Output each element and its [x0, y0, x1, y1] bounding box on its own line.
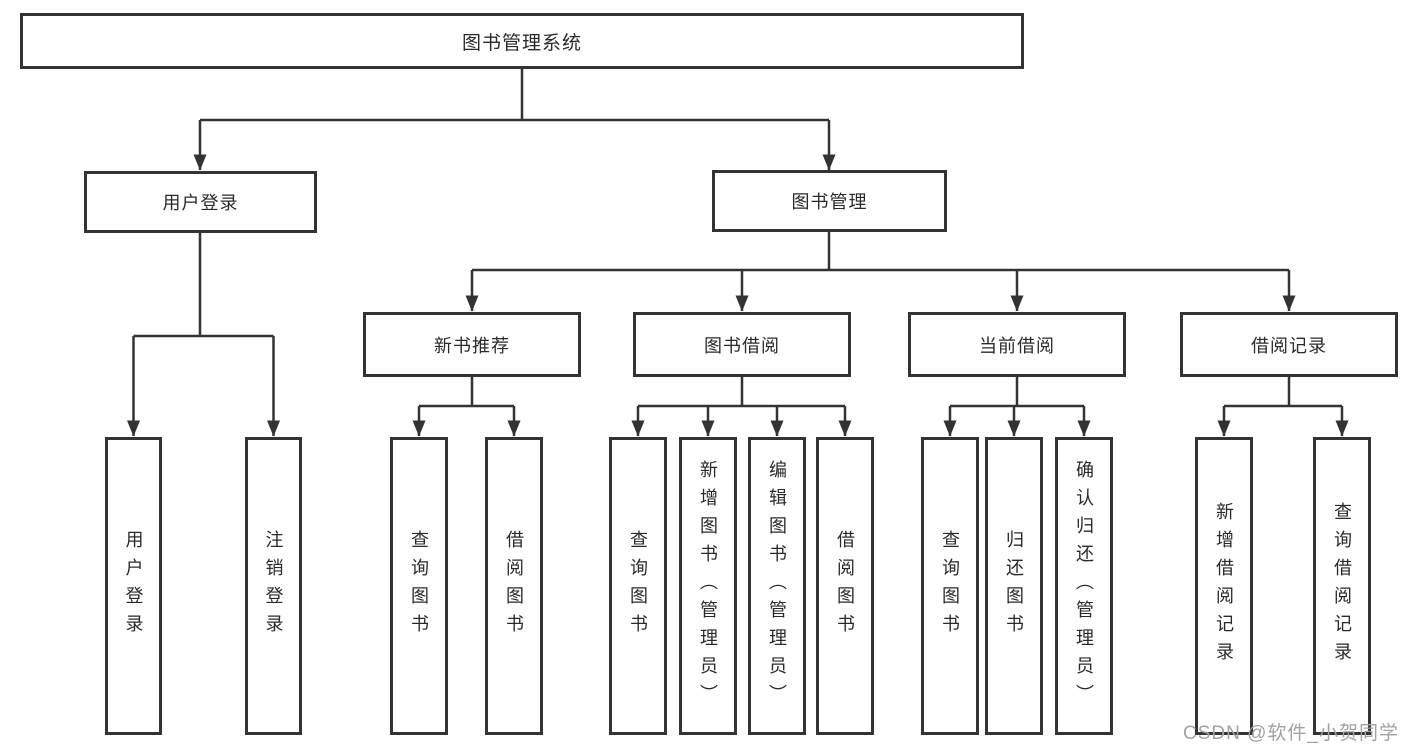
connector-book-management-groups: [465, 270, 1296, 312]
leaf-recommend-borrow-books: 借阅图书: [485, 437, 543, 735]
node-user-login: 用户登录: [84, 171, 317, 233]
leaf-borrow-borrow-books: 借阅图书: [816, 437, 874, 735]
leaf-borrow-add-books-admin: 新增图书（管理员）: [679, 437, 737, 735]
connector-group-leaves: [412, 406, 1349, 437]
leaf-current-query-books: 查询图书: [921, 437, 979, 735]
leaf-records-query-record: 查询借阅记录: [1313, 437, 1371, 735]
watermark: CSDN @软件_小贺同学: [1183, 723, 1399, 744]
leaf-recommend-query-books: 查询图书: [390, 437, 448, 735]
leaf-borrow-edit-books-admin: 编辑图书（管理员）: [748, 437, 806, 735]
leaf-current-return-books: 归还图书: [985, 437, 1043, 735]
leaf-borrow-query-books: 查询图书: [609, 437, 667, 735]
leaf-logout: 注销登录: [245, 437, 302, 735]
leaf-current-confirm-return-admin: 确认归还（管理员）: [1055, 437, 1113, 735]
node-current-borrow: 当前借阅: [908, 312, 1126, 377]
node-library-system: 图书管理系统: [20, 13, 1024, 69]
node-book-borrow: 图书借阅: [633, 312, 851, 377]
connector-root-branches: [193, 120, 836, 171]
leaf-records-add-record: 新增借阅记录: [1195, 437, 1253, 735]
leaf-user-login: 用户登录: [105, 437, 162, 735]
node-new-book-recommend: 新书推荐: [363, 312, 581, 377]
connector-user-login-leaves: [127, 336, 280, 437]
node-borrow-records: 借阅记录: [1180, 312, 1398, 377]
node-book-management: 图书管理: [712, 170, 947, 232]
